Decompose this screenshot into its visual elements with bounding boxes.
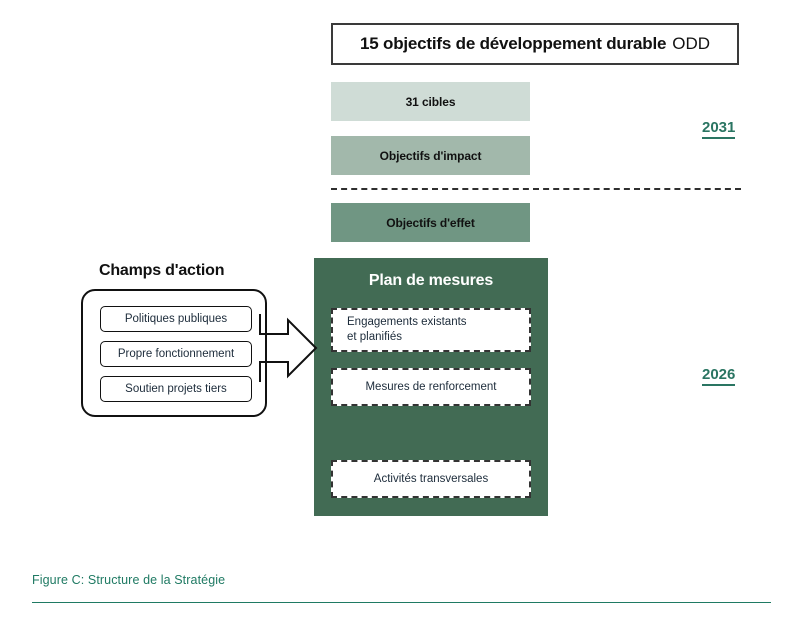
card-engagements-line2: et planifiés <box>347 331 402 343</box>
card-transversal-label: Activités transversales <box>373 473 489 485</box>
caption-divider-rule <box>32 602 771 603</box>
card-mesures-de-renforcement: Mesures de renforcement <box>331 368 531 406</box>
band-objectifs-effet: Objectifs d'effet <box>331 203 530 242</box>
card-engagements-existants: Engagements existants et planifiés <box>331 308 531 352</box>
odd-title-strong: 15 objectifs de développement durable <box>359 34 667 53</box>
band-31-cibles: 31 cibles <box>331 82 530 121</box>
champs-item-soutien-projets-tiers: Soutien projets tiers <box>100 376 252 402</box>
band-objectifs-impact: Objectifs d'impact <box>331 136 530 175</box>
horizon-separator-dashed-line <box>331 188 741 190</box>
card-engagements-text: Engagements existants et planifiés <box>347 315 467 345</box>
champs-item-politiques-publiques: Politiques publiques <box>100 306 252 332</box>
champs-item-2-label: Soutien projets tiers <box>125 383 227 395</box>
band-objectifs-impact-label: Objectifs d'impact <box>379 148 482 163</box>
figure-caption: Figure C: Structure de la Stratégie <box>32 573 226 587</box>
plan-de-mesures-block: Plan de mesures Engagements existants et… <box>314 258 548 516</box>
year-marker-2031: 2031 <box>702 119 736 139</box>
odd-title-box: 15 objectifs de développement durable OD… <box>331 23 739 65</box>
year-marker-2026: 2026 <box>702 366 736 386</box>
champs-item-propre-fonctionnement: Propre fonctionnement <box>100 341 252 367</box>
champs-action-title: Champs d'action <box>99 262 225 279</box>
band-objectifs-effet-label: Objectifs d'effet <box>386 215 475 230</box>
card-activites-transversales: Activités transversales <box>331 460 531 498</box>
card-renforcement-label: Mesures de renforcement <box>365 381 497 393</box>
card-engagements-line1: Engagements existants <box>347 316 467 328</box>
plan-de-mesures-title: Plan de mesures <box>368 272 494 289</box>
band-31-cibles-label: 31 cibles <box>405 94 456 109</box>
odd-title-light: ODD <box>672 34 711 53</box>
champs-item-0-label: Politiques publiques <box>124 313 228 325</box>
arrow-right-icon <box>259 314 318 382</box>
champs-item-1-label: Propre fonctionnement <box>117 348 235 360</box>
champs-action-container: Politiques publiques Propre fonctionneme… <box>81 289 267 417</box>
